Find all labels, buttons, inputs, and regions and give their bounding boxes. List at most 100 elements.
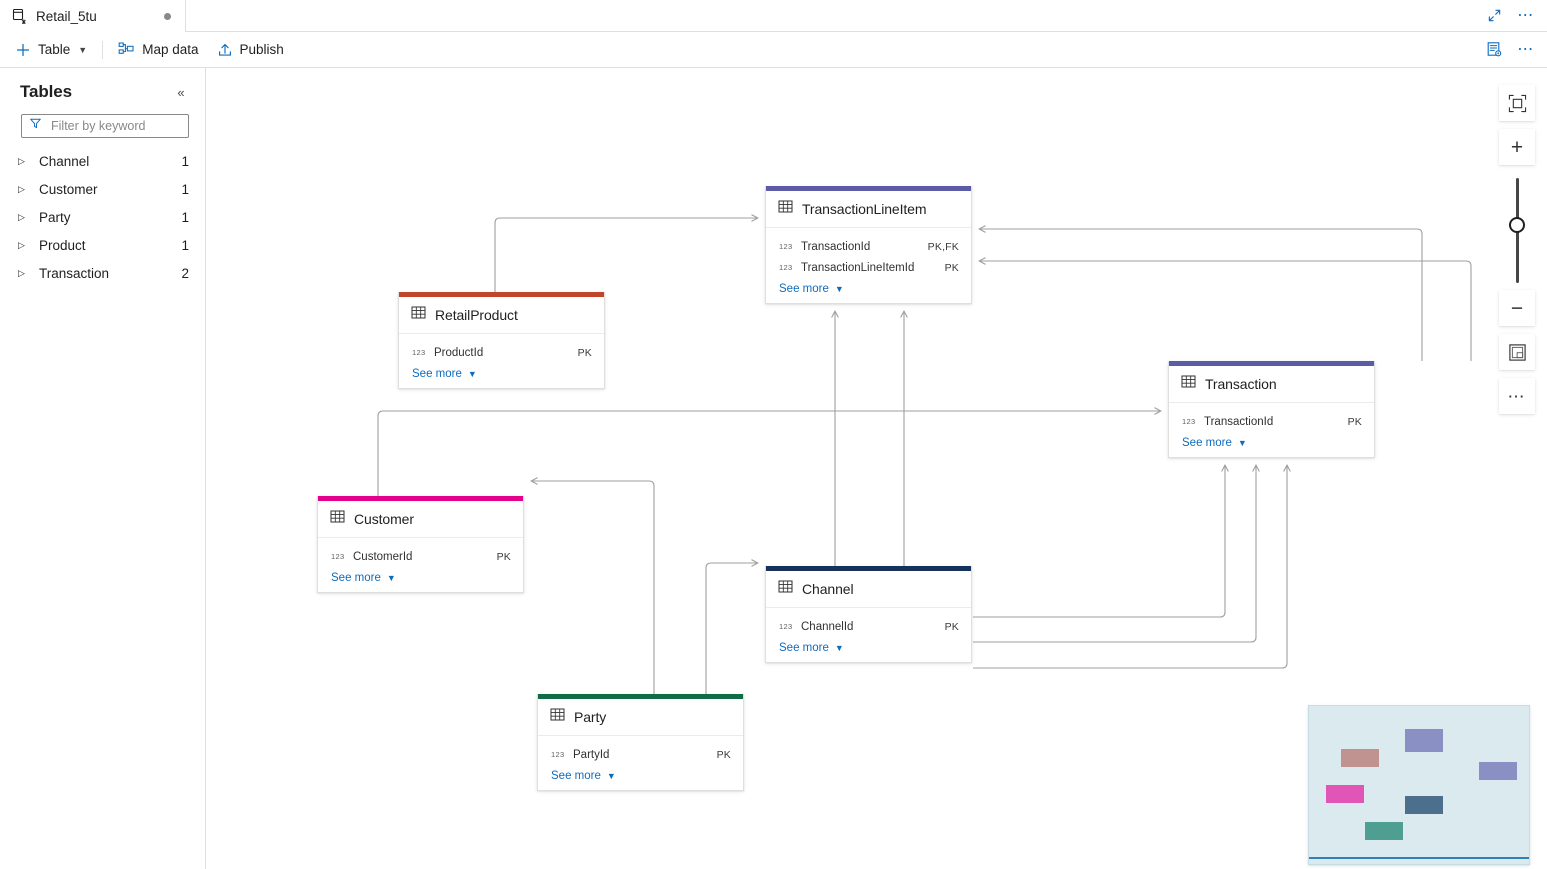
expand-caret-icon[interactable]: ▷	[18, 239, 25, 250]
expand-icon[interactable]	[1479, 2, 1509, 30]
entity-card-transactionlineitem[interactable]: TransactionLineItem 123 TransactionId PK…	[765, 186, 972, 304]
table-grid-icon	[411, 305, 426, 325]
expand-caret-icon[interactable]: ▷	[18, 155, 25, 166]
sidebar-item-transaction[interactable]: ▷ Transaction 2	[0, 259, 205, 287]
fit-to-screen-button[interactable]	[1499, 85, 1535, 121]
entity-name: RetailProduct	[435, 307, 518, 323]
see-more-button[interactable]: See more ▼	[399, 363, 604, 382]
sidebar-item-channel[interactable]: ▷ Channel 1	[0, 147, 205, 175]
column-row[interactable]: 123 ChannelId PK	[766, 616, 971, 637]
zoom-slider-thumb[interactable]	[1509, 217, 1525, 233]
see-more-button[interactable]: See more ▼	[766, 637, 971, 656]
tables-sidebar: Tables « ▷ Channel 1 ▷ Customer	[0, 68, 206, 869]
table-grid-icon	[330, 509, 345, 529]
zoom-in-button[interactable]: +	[1499, 129, 1535, 165]
canvas-zoom-toolbar: + − ⋯	[1499, 85, 1535, 422]
minimap-thumb-retailproduct	[1341, 749, 1379, 767]
zoom-slider[interactable]	[1499, 173, 1535, 288]
see-more-button[interactable]: See more ▼	[766, 278, 971, 297]
number-type-icon: 123	[779, 263, 793, 272]
sidebar-item-customer[interactable]: ▷ Customer 1	[0, 175, 205, 203]
sidebar-item-product[interactable]: ▷ Product 1	[0, 231, 205, 259]
zoom-out-button[interactable]: −	[1499, 290, 1535, 326]
column-row[interactable]: 123 TransactionId PK,FK	[766, 236, 971, 257]
relationship-connectors	[377, 214, 1472, 694]
ellipsis-icon: ⋯	[1507, 386, 1527, 406]
entity-columns: 123 PartyId PK See more ▼	[538, 736, 743, 790]
map-data-button[interactable]: Map data	[109, 36, 207, 64]
publish-upload-icon	[217, 42, 233, 58]
expand-caret-icon[interactable]: ▷	[18, 211, 25, 222]
entity-name: Channel	[802, 581, 854, 597]
sidebar-item-count: 1	[181, 237, 189, 253]
canvas-more-button[interactable]: ⋯	[1499, 378, 1535, 414]
sidebar-item-count: 1	[181, 209, 189, 225]
funnel-filter-icon	[29, 117, 42, 135]
sidebar-item-count: 1	[181, 153, 189, 169]
entity-card-customer[interactable]: Customer 123 CustomerId PK See more ▼	[317, 496, 524, 593]
entity-card-party[interactable]: Party 123 PartyId PK See more ▼	[537, 694, 744, 791]
entity-header: Channel	[766, 571, 971, 608]
entity-header: Customer	[318, 501, 523, 538]
model-settings-icon[interactable]	[1479, 36, 1509, 64]
column-row[interactable]: 123 ProductId PK	[399, 342, 604, 363]
column-key-badge: PK	[577, 346, 592, 359]
see-more-button[interactable]: See more ▼	[318, 567, 523, 586]
publish-label: Publish	[239, 42, 284, 57]
entity-card-channel[interactable]: Channel 123 ChannelId PK See more ▼	[765, 566, 972, 663]
filter-box[interactable]	[21, 114, 189, 138]
minimap-viewport-indicator[interactable]	[1309, 857, 1529, 859]
tab-title: Retail_5tu	[36, 8, 97, 24]
entity-card-retailproduct[interactable]: RetailProduct 123 ProductId PK See more …	[398, 292, 605, 389]
column-row[interactable]: 123 TransactionLineItemId PK	[766, 257, 971, 278]
tables-list: ▷ Channel 1 ▷ Customer 1 ▷ Party 1 ▷ Pro…	[0, 147, 205, 287]
commandbar-more-icon[interactable]: ⋯	[1517, 40, 1535, 58]
entity-columns: 123 ChannelId PK See more ▼	[766, 608, 971, 662]
entity-name: Party	[574, 709, 607, 725]
minimap-thumb-party	[1365, 822, 1403, 840]
expand-caret-icon[interactable]: ▷	[18, 267, 25, 278]
column-key-badge: PK	[944, 261, 959, 274]
toggle-minimap-button[interactable]	[1499, 334, 1535, 370]
column-key-badge: PK	[1347, 415, 1362, 428]
sidebar-item-party[interactable]: ▷ Party 1	[0, 203, 205, 231]
sidebar-header: Tables «	[0, 68, 205, 108]
add-table-button[interactable]: Table ▼	[6, 36, 96, 64]
publish-button[interactable]: Publish	[208, 36, 293, 64]
more-options-icon[interactable]: ⋯	[1517, 6, 1535, 24]
database-table-icon	[12, 8, 28, 25]
command-bar-right-actions: ⋯	[1479, 36, 1541, 64]
entity-header: TransactionLineItem	[766, 191, 971, 228]
filter-input[interactable]	[49, 118, 181, 134]
table-grid-icon	[778, 579, 793, 599]
see-more-button[interactable]: See more ▼	[1169, 432, 1374, 451]
column-row[interactable]: 123 TransactionId PK	[1169, 411, 1374, 432]
see-more-label: See more	[412, 368, 462, 380]
entity-card-transaction[interactable]: Transaction 123 TransactionId PK See mor…	[1168, 361, 1375, 458]
sidebar-title: Tables	[20, 82, 72, 101]
entity-accent-bar	[538, 694, 743, 699]
collapse-sidebar-button[interactable]: «	[177, 84, 185, 100]
minimap-thumb-transaction	[1479, 762, 1517, 780]
table-grid-icon	[1181, 374, 1196, 394]
minimap[interactable]	[1308, 705, 1530, 865]
column-name: CustomerId	[353, 550, 413, 563]
column-name: TransactionLineItemId	[801, 261, 915, 274]
expand-caret-icon[interactable]: ▷	[18, 183, 25, 194]
number-type-icon: 123	[779, 242, 793, 251]
chevron-down-icon: ▼	[386, 573, 396, 583]
minimap-thumb-channel	[1405, 796, 1443, 814]
entity-name: TransactionLineItem	[802, 201, 927, 217]
er-diagram-canvas[interactable]: TransactionLineItem 123 TransactionId PK…	[206, 68, 1547, 869]
command-bar: Table ▼ Map data Publish	[0, 32, 1547, 68]
entity-columns: 123 TransactionId PK See more ▼	[1169, 403, 1374, 457]
entity-header: Party	[538, 699, 743, 736]
see-more-button[interactable]: See more ▼	[538, 765, 743, 784]
number-type-icon: 123	[412, 348, 426, 357]
tab-retail-5tu[interactable]: Retail_5tu	[0, 0, 186, 32]
column-row[interactable]: 123 CustomerId PK	[318, 546, 523, 567]
sidebar-item-label: Product	[39, 237, 86, 253]
entity-columns: 123 TransactionId PK,FK 123 TransactionL…	[766, 228, 971, 303]
column-row[interactable]: 123 PartyId PK	[538, 744, 743, 765]
